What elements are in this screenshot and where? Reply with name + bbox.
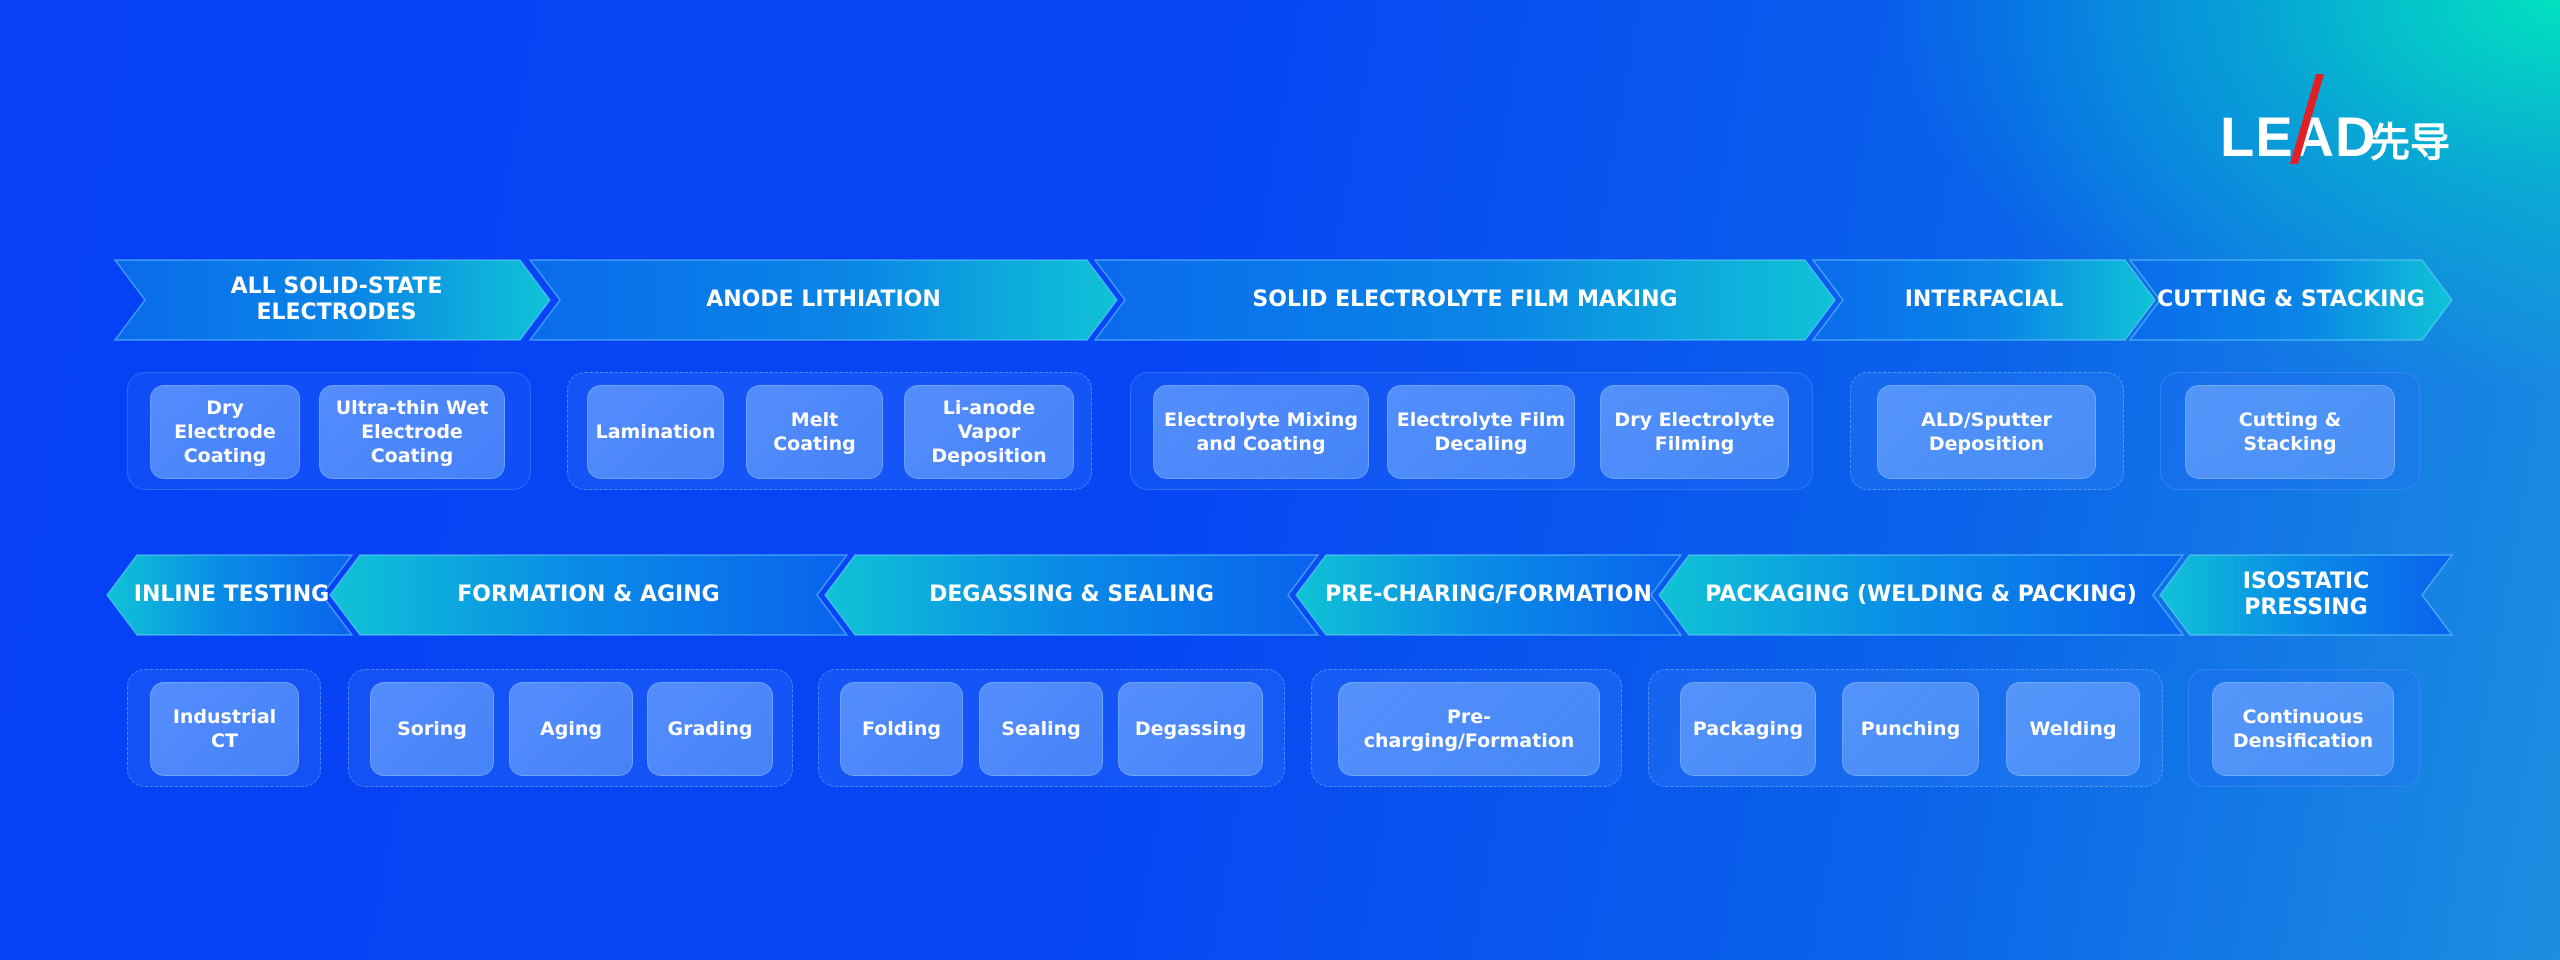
banner-label: INTERFACIAL [1904, 286, 2064, 312]
banner-label: PRE-CHARING/FORMATION [1325, 581, 1652, 607]
lead-logo: LEAD 先导 [2220, 68, 2480, 178]
process-card-packaging: Packaging [1680, 682, 1816, 776]
process-card-lamination: Lamination [587, 385, 724, 479]
process-group-anode-lithiation: Lamination Melt Coating Li-anode Vapor D… [567, 372, 1092, 490]
banner-shape [113, 259, 551, 341]
banner-label: INLINE TESTING [133, 581, 330, 607]
process-group-cutting-and-stacking: Cutting & Stacking [2160, 372, 2420, 490]
process-card-degassing: Degassing [1118, 682, 1263, 776]
stage-banner-formation-and-aging: FORMATION & AGING [329, 554, 849, 636]
banner-shape [1295, 554, 1683, 636]
banner-label: DEGASSING & SEALING [929, 581, 1214, 607]
logo-chinese-text: 先导 [2370, 120, 2450, 166]
banner-label: ALL SOLID-STATE ELECTRODES [230, 273, 443, 325]
process-card-industrial-ct: Industrial CT [150, 682, 299, 776]
process-card-grading: Grading [647, 682, 773, 776]
process-card-electrolyte-film-decaling: Electrolyte Film Decaling [1387, 385, 1575, 479]
process-card-electrolyte-mixing-and-coating: Electrolyte Mixing and Coating [1153, 385, 1369, 479]
banner-shape [2128, 259, 2453, 341]
stage-banner-pre-charing-formation: PRE-CHARING/FORMATION [1295, 554, 1683, 636]
banner-shape [2159, 554, 2454, 636]
banner-shape [1811, 259, 2156, 341]
process-group-degassing-and-sealing: Folding Sealing Degassing [818, 669, 1285, 787]
banner-label: ISOSTATIC PRESSING [2242, 568, 2370, 620]
process-card-li-anode-vapor-deposition: Li-anode Vapor Deposition [904, 385, 1074, 479]
banner-shape [106, 554, 354, 636]
process-card-pre-charging-formation: Pre-charging/Formation [1338, 682, 1600, 776]
banner-shape [329, 554, 849, 636]
process-group-inline-testing: Industrial CT [127, 669, 321, 787]
banner-shape [1093, 259, 1836, 341]
process-card-dry-electrode-coating: Dry Electrode Coating [150, 385, 300, 479]
banner-label: SOLID ELECTROLYTE FILM MAKING [1252, 286, 1678, 312]
logo-red-slash [2290, 74, 2324, 164]
banner-shape [1658, 554, 2185, 636]
stage-banner-packaging-welding-and-packing: PACKAGING (WELDING & PACKING) [1658, 554, 2185, 636]
banner-shape [824, 554, 1320, 636]
stage-banner-degassing-and-sealing: DEGASSING & SEALING [824, 554, 1320, 636]
stage-banner-isostatic-pressing: ISOSTATIC PRESSING [2159, 554, 2454, 636]
process-card-folding: Folding [840, 682, 963, 776]
process-card-aging: Aging [509, 682, 633, 776]
process-card-continuous-densification: Continuous Densification [2212, 682, 2394, 776]
process-group-all-solid-state-electrodes: Dry Electrode Coating Ultra-thin Wet Ele… [127, 372, 531, 490]
stage-banner-anode-lithiation: ANODE LITHIATION [528, 259, 1118, 341]
process-group-solid-electrolyte-film-making: Electrolyte Mixing and Coating Electroly… [1130, 372, 1813, 490]
process-card-melt-coating: Melt Coating [746, 385, 883, 479]
banner-label: FORMATION & AGING [457, 581, 720, 607]
stage-banner-interfacial: INTERFACIAL [1811, 259, 2156, 341]
banner-label: ANODE LITHIATION [706, 286, 941, 312]
process-card-cutting-and-stacking: Cutting & Stacking [2185, 385, 2395, 479]
process-card-ultra-thin-wet-electrode-coating: Ultra-thin Wet Electrode Coating [319, 385, 505, 479]
process-group-formation-and-aging: Soring Aging Grading [348, 669, 793, 787]
lead-logo-mark: LEAD 先导 [2220, 74, 2450, 168]
process-card-soring: Soring [370, 682, 494, 776]
process-card-sealing: Sealing [979, 682, 1103, 776]
process-card-punching: Punching [1842, 682, 1979, 776]
banner-shape [528, 259, 1118, 341]
stage-banner-all-solid-state-electrodes: ALL SOLID-STATE ELECTRODES [113, 259, 551, 341]
stage-banner-inline-testing: INLINE TESTING [106, 554, 354, 636]
process-group-packaging-welding-and-packing: Packaging Punching Welding [1648, 669, 2163, 787]
process-card-ald-sputter-deposition: ALD/Sputter Deposition [1877, 385, 2096, 479]
process-card-welding: Welding [2006, 682, 2140, 776]
banner-label: CUTTING & STACKING [2157, 286, 2425, 312]
stage-banner-cutting-and-stacking: CUTTING & STACKING [2128, 259, 2453, 341]
process-group-isostatic-pressing: Continuous Densification [2188, 669, 2420, 787]
process-group-pre-charing-formation: Pre-charging/Formation [1311, 669, 1622, 787]
banner-label: PACKAGING (WELDING & PACKING) [1705, 581, 2137, 607]
stage-banner-solid-electrolyte-film-making: SOLID ELECTROLYTE FILM MAKING [1093, 259, 1836, 341]
process-card-dry-electrolyte-filming: Dry Electrolyte Filming [1600, 385, 1789, 479]
process-group-interfacial: ALD/Sputter Deposition [1850, 372, 2124, 490]
